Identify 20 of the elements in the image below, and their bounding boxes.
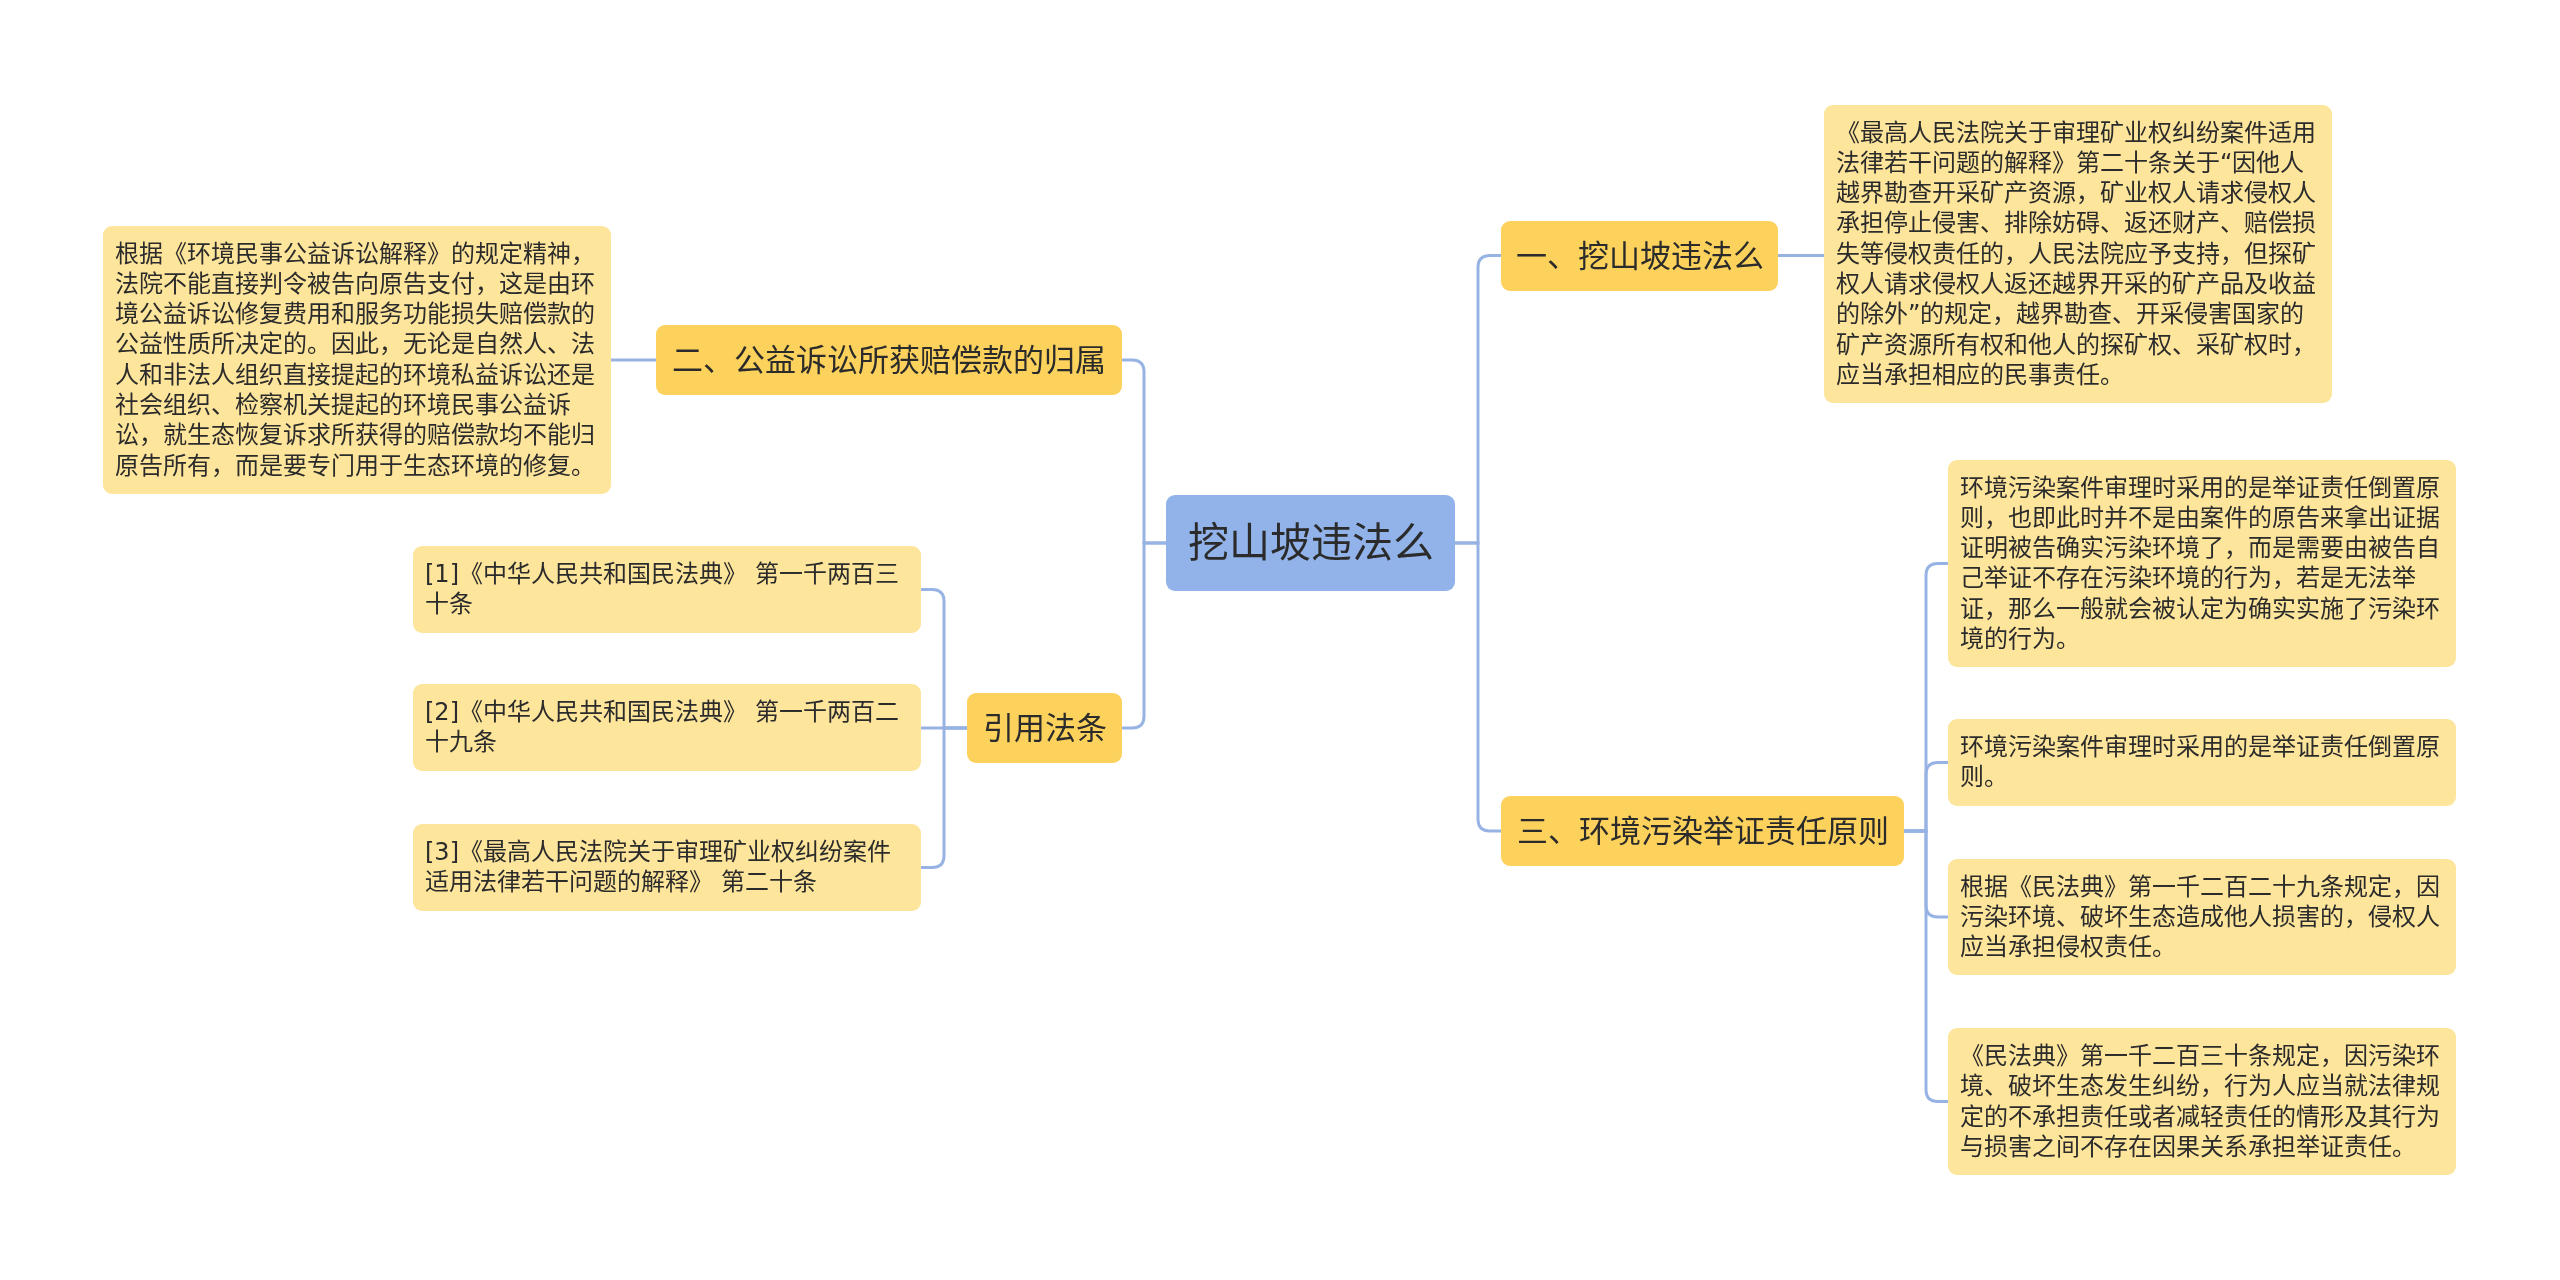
note-box: 《最高人民法院关于审理矿业权纠纷案件适用法律若干问题的解释》第二十条关于“因他人越界勘查开采矿产资源，矿业权人请求侵权人承担停止侵害、排除妨碍、返还财产、赔偿损失等侵权责任的，人民法院应予支持，但探矿权人请求侵权人返还越界开采的矿产品及收益的除外”的规定，越界勘查、开采侵害国家的矿产资源所有权和他人的探矿权、采矿权时，应当承担相应的民事责任。 <box>1824 104 2332 404</box>
topic-box: 引用法条 <box>967 693 1122 763</box>
note-box: 根据《民法典》第一千二百二十九条规定，因污染环境、破坏生态造成他人损害的，侵权人应当承担侵权责任。 <box>1948 858 2456 976</box>
note-box: 环境污染案件审理时采用的是举证责任倒置原则，也即此时并不是由案件的原告来拿出证据证明被告确实污染环境了，而是需要由被告自己举证不存在污染环境的行为，若是无法举证，那么一般就会被认定为确实实施了污染环境的行为。 <box>1948 459 2456 668</box>
connector-line <box>1455 541 1501 833</box>
connector-line <box>1778 254 1824 257</box>
connector-line <box>611 358 656 362</box>
connector-line <box>1122 541 1166 730</box>
connector-line <box>1904 829 1948 1103</box>
note-box: 环境污染案件审理时采用的是举证责任倒置原则。 <box>1948 719 2456 806</box>
topic-box: 一、挖山坡违法么 <box>1501 220 1778 291</box>
note-box: [2]《中华人民共和国民法典》 第一千两百二十九条 <box>413 684 921 771</box>
note-box: 根据《环境民事公益诉讼解释》的规定精神，法院不能直接判令被告向原告支付，这是由环境公益诉讼修复费用和服务功能损失赔偿款的公益性质所决定的。因此，无论是自然人、法人和非法人组织直接提起的环境私益诉讼还是社会组织、检察机关提起的环境民事公益诉讼，就生态恢复诉求所获得的赔偿款均不能归原告所有，而是要专门用于生态环境的修复。 <box>103 225 611 494</box>
note-box: [3]《最高人民法院关于审理矿业权纠纷案件适用法律若干问题的解释》 第二十条 <box>413 824 921 911</box>
topic-box: 二、公益诉讼所获赔偿款的归属 <box>656 325 1122 395</box>
note-box: 《民法典》第一千二百三十条规定，因污染环境、破坏生态发生纠纷，行为人应当就法律规定的不承担责任或者减轻责任的情形及其行为与损害之间不存在因果关系承担举证责任。 <box>1948 1028 2456 1176</box>
central-topic-box: 挖山坡违法么 <box>1166 495 1455 591</box>
connector-line <box>921 726 967 869</box>
note-box: [1]《中华人民共和国民法典》 第一千两百三十条 <box>413 546 921 633</box>
topic-box: 三、环境污染举证责任原则 <box>1501 796 1904 866</box>
